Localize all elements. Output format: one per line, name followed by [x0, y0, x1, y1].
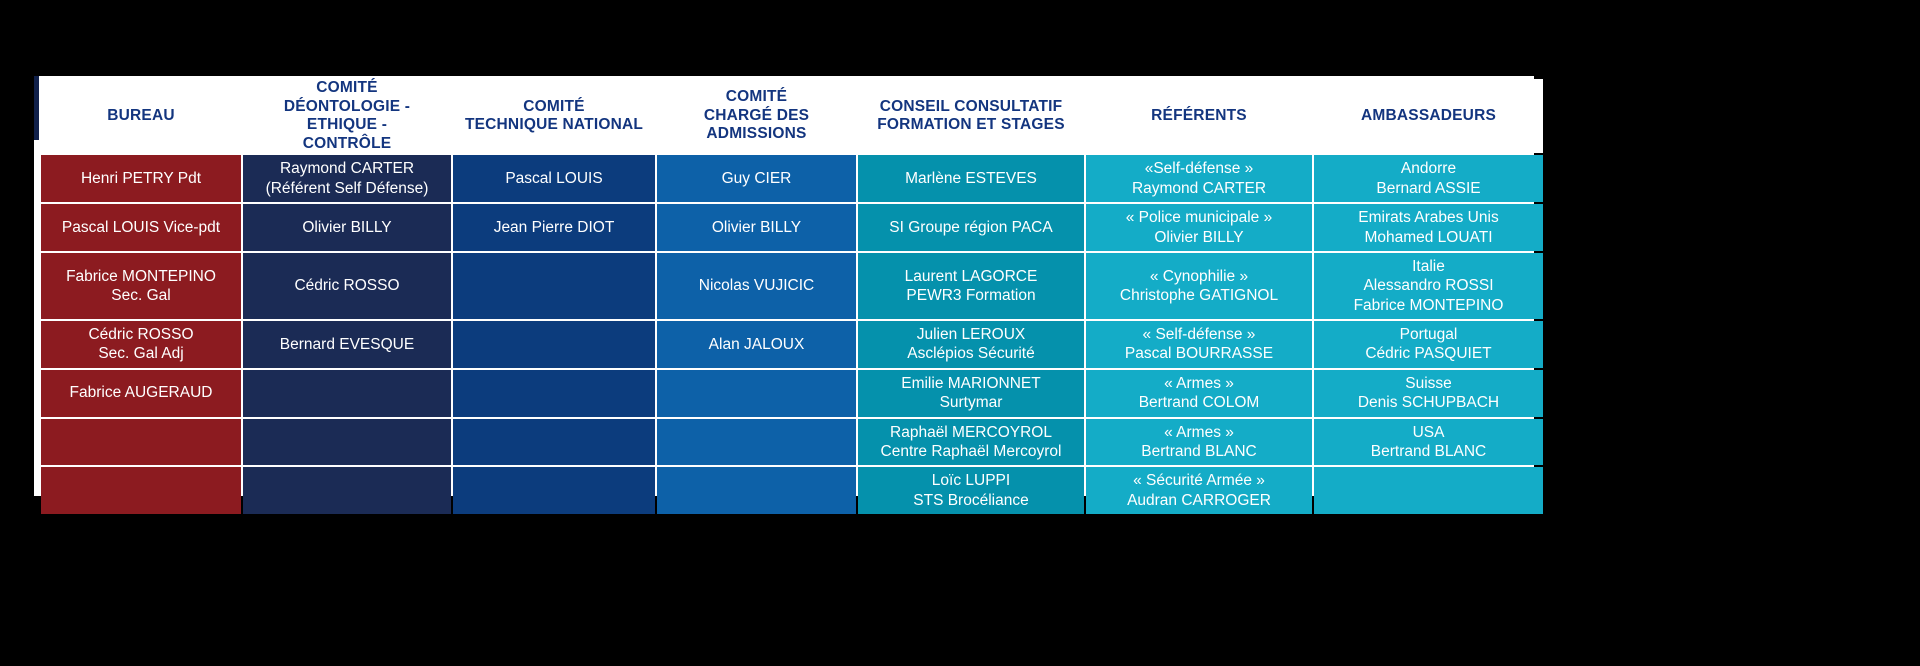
cell-conseil: Emilie MARIONNET Surtymar	[858, 369, 1084, 417]
cell-referents: « Cynophilie » Christophe GATIGNOL	[1086, 252, 1312, 319]
table-row: Henri PETRY Pdt Raymond CARTER (Référent…	[41, 155, 1543, 203]
cell-bureau: Cédric ROSSO Sec. Gal Adj	[41, 321, 241, 368]
card-left-edge	[34, 140, 38, 496]
table-row: Fabrice MONTEPINO Sec. Gal Cédric ROSSO …	[41, 252, 1543, 319]
cell-admissions	[657, 369, 856, 417]
cell-referents: «Self-défense » Raymond CARTER	[1086, 155, 1312, 203]
cell-ambassadeurs: Emirats Arabes Unis Mohamed LOUATI	[1314, 204, 1543, 251]
cell-conseil: Laurent LAGORCE PEWR3 Formation	[858, 252, 1084, 319]
cell-admissions	[657, 418, 856, 466]
cell-ambassadeurs: USA Bertrand BLANC	[1314, 418, 1543, 466]
cell-conseil: Raphaël MERCOYROL Centre Raphaël Mercoyr…	[858, 418, 1084, 466]
cell-technique	[453, 467, 655, 514]
cell-technique	[453, 369, 655, 417]
column-header-conseil: CONSEIL CONSULTATIF FORMATION ET STAGES	[858, 79, 1084, 154]
cell-conseil: Julien LEROUX Asclépios Sécurité	[858, 321, 1084, 368]
cell-referents: « Armes » Bertrand BLANC	[1086, 418, 1312, 466]
cell-deontologie: Cédric ROSSO	[243, 252, 451, 319]
cell-conseil: Loïc LUPPI STS Brocéliance	[858, 467, 1084, 514]
header-row: BUREAU COMITÉ DÉONTOLOGIE - ETHIQUE - CO…	[41, 79, 1543, 154]
cell-bureau	[41, 418, 241, 466]
cell-admissions: Guy CIER	[657, 155, 856, 203]
column-header-deontologie: COMITÉ DÉONTOLOGIE - ETHIQUE - CONTRÔLE	[243, 79, 451, 154]
cell-technique: Pascal LOUIS	[453, 155, 655, 203]
cell-admissions: Nicolas VUJICIC	[657, 252, 856, 319]
column-header-referents: RÉFÉRENTS	[1086, 79, 1312, 154]
table-row: Raphaël MERCOYROL Centre Raphaël Mercoyr…	[41, 418, 1543, 466]
column-header-bureau: BUREAU	[41, 79, 241, 154]
cell-referents: « Self-défense » Pascal BOURRASSE	[1086, 321, 1312, 368]
cell-deontologie	[243, 467, 451, 514]
table-row: Fabrice AUGERAUD Emilie MARIONNET Surtym…	[41, 369, 1543, 417]
cell-bureau: Pascal LOUIS Vice-pdt	[41, 204, 241, 251]
cell-admissions: Olivier BILLY	[657, 204, 856, 251]
cell-ambassadeurs: Suisse Denis SCHUPBACH	[1314, 369, 1543, 417]
cell-technique: Jean Pierre DIOT	[453, 204, 655, 251]
cell-referents: « Armes » Bertrand COLOM	[1086, 369, 1312, 417]
cell-ambassadeurs: Italie Alessandro ROSSI Fabrice MONTEPIN…	[1314, 252, 1543, 319]
table-body: Henri PETRY Pdt Raymond CARTER (Référent…	[41, 155, 1543, 514]
cell-deontologie: Raymond CARTER (Référent Self Défense)	[243, 155, 451, 203]
cell-ambassadeurs: Portugal Cédric PASQUIET	[1314, 321, 1543, 368]
column-header-technique: COMITÉ TECHNIQUE NATIONAL	[453, 79, 655, 154]
card-left-spine	[34, 76, 39, 140]
organization-table: BUREAU COMITÉ DÉONTOLOGIE - ETHIQUE - CO…	[39, 77, 1545, 516]
table-row: Pascal LOUIS Vice-pdt Olivier BILLY Jean…	[41, 204, 1543, 251]
cell-referents: « Sécurité Armée » Audran CARROGER	[1086, 467, 1312, 514]
cell-bureau: Fabrice AUGERAUD	[41, 369, 241, 417]
cell-referents: « Police municipale » Olivier BILLY	[1086, 204, 1312, 251]
cell-conseil: Marlène ESTEVES	[858, 155, 1084, 203]
cell-technique	[453, 418, 655, 466]
table-row: Cédric ROSSO Sec. Gal Adj Bernard EVESQU…	[41, 321, 1543, 368]
table-row: Loïc LUPPI STS Brocéliance « Sécurité Ar…	[41, 467, 1543, 514]
cell-technique	[453, 252, 655, 319]
column-header-ambassadeurs: AMBASSADEURS	[1314, 79, 1543, 154]
cell-deontologie: Bernard EVESQUE	[243, 321, 451, 368]
cell-deontologie	[243, 369, 451, 417]
cell-deontologie	[243, 418, 451, 466]
table-header: BUREAU COMITÉ DÉONTOLOGIE - ETHIQUE - CO…	[41, 79, 1543, 154]
cell-conseil: SI Groupe région PACA	[858, 204, 1084, 251]
cell-admissions: Alan JALOUX	[657, 321, 856, 368]
cell-technique	[453, 321, 655, 368]
cell-admissions	[657, 467, 856, 514]
cell-bureau	[41, 467, 241, 514]
cell-ambassadeurs: Andorre Bernard ASSIE	[1314, 155, 1543, 203]
cell-deontologie: Olivier BILLY	[243, 204, 451, 251]
cell-bureau: Henri PETRY Pdt	[41, 155, 241, 203]
cell-bureau: Fabrice MONTEPINO Sec. Gal	[41, 252, 241, 319]
column-header-admissions: COMITÉ CHARGÉ DES ADMISSIONS	[657, 79, 856, 154]
cell-ambassadeurs	[1314, 467, 1543, 514]
